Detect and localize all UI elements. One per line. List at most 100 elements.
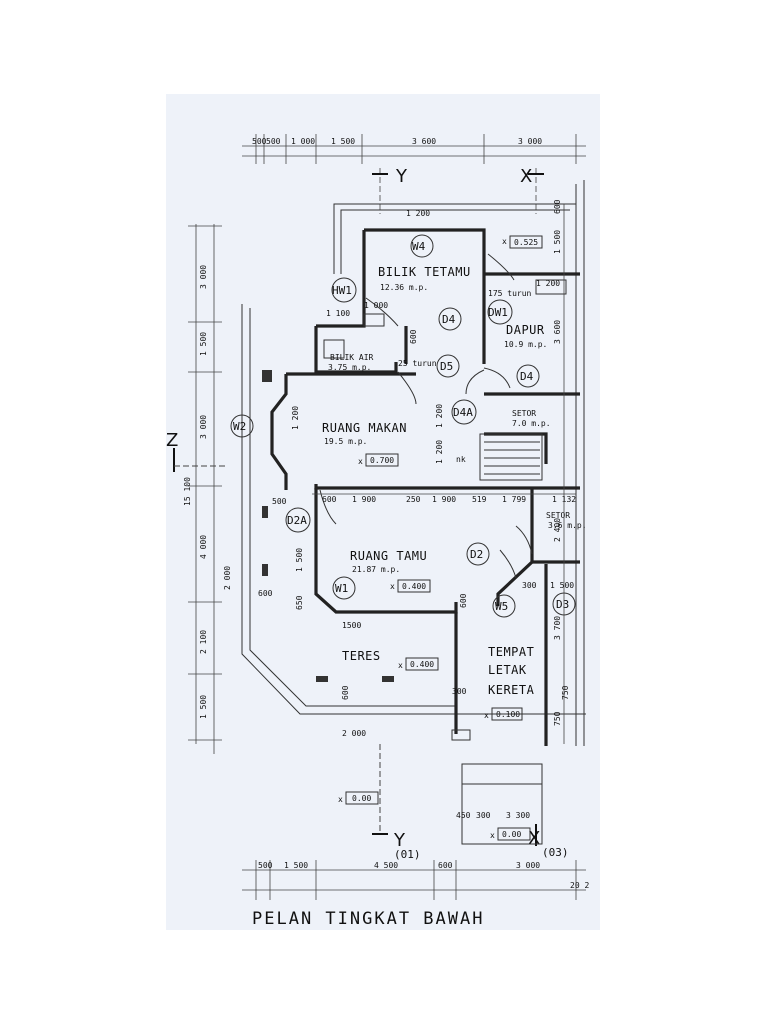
x-dapur-top: x: [502, 237, 507, 246]
x-ground-a: x: [338, 795, 343, 804]
level-ruang-tamu: 0.400: [402, 582, 426, 591]
level-box-ruang-tamu: [397, 579, 431, 593]
note-nk: nk: [456, 455, 466, 464]
tag-w1: W1: [332, 576, 356, 600]
dim-d300c: 300: [476, 811, 491, 820]
note-turun-1: 175 turun: [488, 289, 532, 298]
dim-left-2: 1 500: [199, 332, 208, 356]
room-setor-1: SETOR: [512, 409, 536, 418]
level-dapur-top: 0.525: [514, 238, 538, 247]
dim-bottom-5: 3 000: [516, 861, 540, 870]
x-teres: x: [398, 661, 403, 670]
dim-left-total: 15 100: [183, 477, 192, 506]
dim-row-1: 600: [322, 495, 337, 504]
dim-left-4: 4 000: [199, 535, 208, 559]
level-box-dapur: [509, 235, 543, 249]
dim-top-1: 500: [252, 137, 267, 146]
tag-d2a-label: D2A: [287, 514, 307, 527]
dim-w600: 600: [409, 329, 418, 344]
dim-right-2: 3 600: [553, 320, 562, 344]
dim-left-1: 3 000: [199, 265, 208, 289]
dim-h1200b: 1 200: [435, 404, 444, 428]
dim-left-7: 1 500: [199, 695, 208, 719]
axis-ref-01: (01): [394, 848, 421, 861]
dim-right-1: 1 500: [553, 230, 562, 254]
tag-d3-label: D3: [556, 598, 569, 611]
room-teres: TERES: [342, 649, 381, 663]
dim-w1200: 1 200: [406, 209, 430, 218]
room-ruang-tamu: RUANG TAMU: [350, 549, 427, 563]
x-ground-b: x: [490, 831, 495, 840]
room-ruang-makan: RUANG MAKAN: [322, 421, 407, 435]
x-kereta: x: [484, 711, 489, 720]
area-ruang-makan: 19.5 m.p.: [324, 437, 367, 446]
area-dapur: 10.9 m.p.: [504, 340, 547, 349]
level-ground-a: 0.00: [352, 794, 371, 803]
area-ruang-tamu: 21.87 m.p.: [352, 565, 400, 574]
room-tempat-line2: LETAK: [488, 663, 527, 677]
level-box-kereta: [491, 707, 523, 721]
dim-right-3: 2 400: [553, 518, 562, 542]
tag-hw1-label: HW1: [332, 284, 352, 297]
dim-top-3: 1 000: [291, 137, 315, 146]
axis-ref-03: (03): [542, 846, 569, 859]
tag-d5-label: D5: [440, 360, 453, 373]
tag-dw1: DW1: [487, 299, 513, 325]
tag-w5-label: W5: [495, 600, 508, 613]
dim-d600b: 600: [459, 593, 468, 608]
tag-d4-upper: D4: [438, 307, 462, 331]
drawing-sheet: 500 500 1 000 1 500 3 600 3 000 3 000 1 …: [166, 94, 600, 930]
area-bilik-air: 3.75 m.p.: [328, 363, 371, 372]
tag-w2: W2: [230, 414, 254, 438]
dim-bottom-2: 1 500: [284, 861, 308, 870]
dim-d600a: 600: [258, 589, 273, 598]
dim-w1100: 1 100: [326, 309, 350, 318]
dim-bottom-3: 4 500: [374, 861, 398, 870]
tag-dw1-label: DW1: [488, 306, 508, 319]
door-swings: [319, 253, 533, 579]
dim-left-3: 3 000: [199, 415, 208, 439]
x-ruang-tamu: x: [390, 582, 395, 591]
level-ground-b: 0.00: [502, 830, 521, 839]
dim-left-5: 2 000: [223, 566, 232, 590]
dim-bottom-4: 600: [438, 861, 453, 870]
dim-left-6: 2 100: [199, 630, 208, 654]
dim-top-6: 3 000: [518, 137, 542, 146]
level-teres: 0.400: [410, 660, 434, 669]
dim-d650: 650: [295, 595, 304, 610]
room-bilik-tetamu: BILIK TETAMU: [378, 265, 471, 279]
tag-w4-label: W4: [412, 240, 426, 253]
level-box-ground-a: [345, 791, 379, 805]
building-walls: [270, 228, 580, 746]
dim-d3300: 3 300: [506, 811, 530, 820]
dim-row-5: 519: [472, 495, 487, 504]
top-dimension-lines: [242, 134, 586, 164]
tag-d2-label: D2: [470, 548, 483, 561]
dim-row-4: 1 900: [432, 495, 456, 504]
dim-h1200c: 1 200: [435, 440, 444, 464]
dim-top-4: 1 500: [331, 137, 355, 146]
bottom-dimension-lines: [242, 860, 586, 900]
outer-site-lines: [241, 180, 586, 746]
dim-d500: 500: [272, 497, 287, 506]
dim-d1500b: 1500: [342, 621, 361, 630]
dim-h1200-dapur: 1 200: [536, 279, 560, 288]
dim-d300a: 300: [522, 581, 537, 590]
dim-d1500: 1 500: [295, 548, 304, 572]
dim-w1000: 1 000: [364, 301, 388, 310]
dim-bottom-right: 20 2: [570, 881, 589, 890]
dim-top-5: 3 600: [412, 137, 436, 146]
tag-d2a: D2A: [285, 507, 311, 533]
room-tempat-line3: KERETA: [488, 683, 535, 697]
tag-d5: D5: [436, 354, 460, 378]
room-dapur: DAPUR: [506, 323, 545, 337]
tag-d2: D2: [466, 542, 490, 566]
axis-y-top: Y: [395, 166, 408, 187]
dim-row-3: 250: [406, 495, 421, 504]
floor-plan: 500 500 1 000 1 500 3 600 3 000 3 000 1 …: [166, 134, 589, 929]
area-setor-2: 3.6 m.p.: [548, 521, 587, 530]
dim-row-2: 1 900: [352, 495, 376, 504]
note-turun-2: 25 turun: [398, 359, 437, 368]
axis-x-top: X: [520, 166, 532, 187]
area-setor-1: 7.0 m.p.: [512, 419, 551, 428]
